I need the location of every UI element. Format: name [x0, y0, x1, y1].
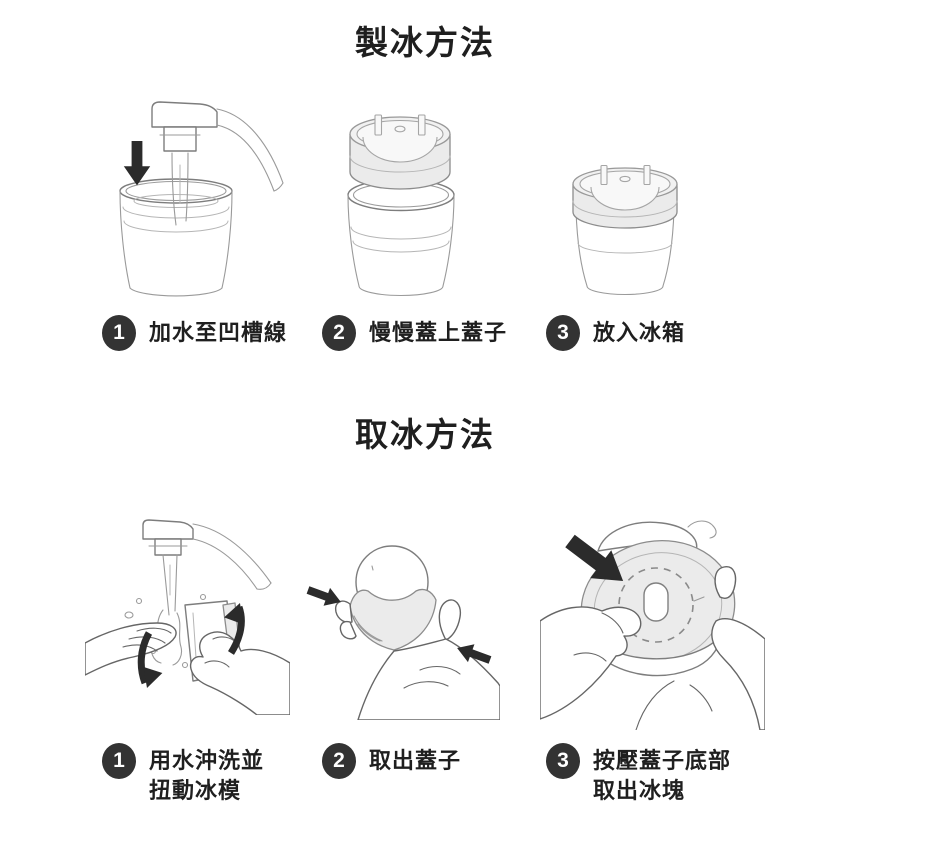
remove-ice-step2-illustration: [300, 520, 500, 720]
step-number-badge: 1: [102, 743, 136, 779]
make-ice-step-3: 3 放入冰箱: [546, 315, 685, 351]
left-hand-icon: [540, 606, 642, 720]
press-right-arrow-icon: [457, 644, 492, 664]
remove-ice-step-3: 3 按壓蓋子底部取出冰塊: [546, 743, 731, 806]
make-ice-step-2: 2 慢慢蓋上蓋子: [322, 315, 507, 351]
twist-up-arrow-icon: [224, 603, 245, 655]
ice-cup-icon: [347, 178, 455, 297]
right-hand-icon: [189, 631, 290, 715]
remove-ice-step3-illustration: [540, 505, 765, 730]
lid-icon: [349, 588, 437, 651]
down-arrow-icon: [123, 141, 151, 186]
water-stream-icon: [171, 152, 189, 226]
left-hand-icon: [85, 622, 177, 676]
step-label: 慢慢蓋上蓋子: [369, 320, 508, 345]
step-label: 取出蓋子: [369, 748, 462, 773]
step-number-badge: 2: [322, 743, 356, 779]
remove-ice-title: 取冰方法: [355, 416, 495, 453]
right-hand-icon: [357, 599, 500, 720]
step-label: 按壓蓋子底部取出冰塊: [593, 748, 732, 803]
make-ice-step1-illustration: [100, 95, 285, 300]
press-left-arrow-icon: [306, 586, 341, 606]
step-number-badge: 2: [322, 315, 356, 351]
make-ice-title: 製冰方法: [355, 24, 495, 61]
remove-ice-step1-illustration: [85, 515, 290, 715]
step-label: 用水沖洗並扭動冰模: [149, 748, 265, 803]
make-ice-step3-illustration: [560, 155, 700, 300]
step-number-badge: 3: [546, 315, 580, 351]
lid-icon: [349, 114, 451, 190]
left-fingers-icon: [335, 600, 357, 640]
step-label: 放入冰箱: [593, 320, 686, 345]
make-ice-step-1: 1 加水至凹槽線: [102, 315, 287, 351]
step-number-badge: 1: [102, 315, 136, 351]
faucet-icon: [151, 101, 284, 192]
remove-ice-step-1: 1 用水沖洗並扭動冰模: [102, 743, 264, 806]
step-label: 加水至凹槽線: [149, 320, 288, 345]
lid-icon: [572, 164, 678, 229]
press-down-arrow-icon: [565, 534, 624, 582]
remove-ice-step-2: 2 取出蓋子: [322, 743, 461, 779]
right-hand-icon: [635, 566, 765, 730]
ice-cup-icon: [119, 178, 233, 297]
make-ice-step2-illustration: [330, 100, 490, 300]
twist-down-arrow-icon: [137, 631, 163, 688]
step-number-badge: 3: [546, 743, 580, 779]
faucet-icon: [142, 519, 272, 590]
